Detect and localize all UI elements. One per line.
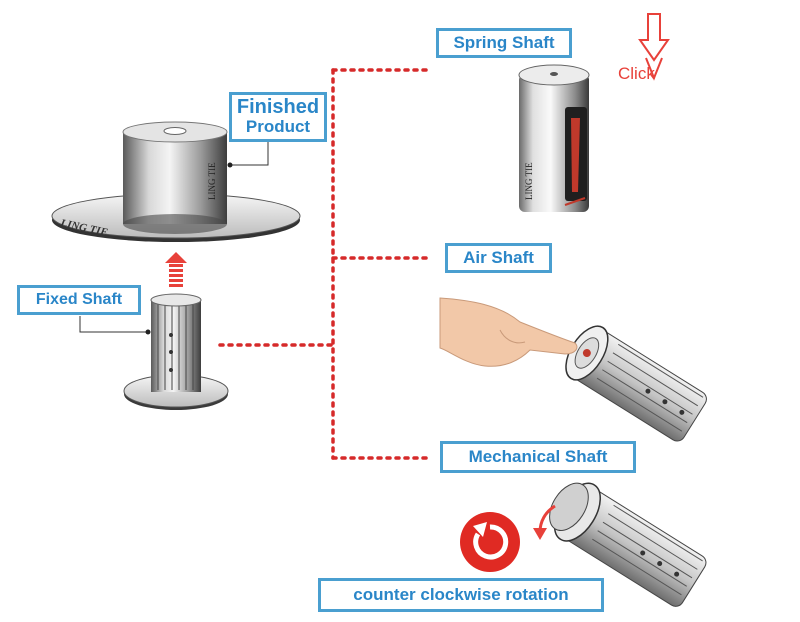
finished-product-illustration: LING TIE LING TIE [51,121,301,242]
spring-shaft-label: Spring Shaft [436,28,572,58]
finished-product-label: Finished Product [229,92,327,142]
red-up-arrow [165,252,187,287]
finished-leader-line [230,142,269,166]
connector-lines [218,68,432,460]
cylinder-brand-text: LING TIE [207,162,217,200]
counter-clockwise-rotation-label: counter clockwise rotation [318,578,604,612]
mechanical-shaft-label: Mechanical Shaft [440,441,636,473]
spring-brand-text: LING TIE [524,162,534,200]
finished-product-label-line2: Product [245,117,311,136]
air-shaft-label: Air Shaft [445,243,552,273]
fixed-shaft-illustration [123,293,229,410]
finished-product-label-line1: Finished [236,96,320,118]
click-link[interactable]: Click [618,64,655,83]
fixed-shaft-label: Fixed Shaft [17,285,141,315]
click-down-arrow-icon[interactable] [638,13,670,81]
spring-shaft-illustration: LING TIE [518,64,590,212]
fixed-leader-line [79,316,148,333]
counter-clockwise-rotation-icon [460,512,520,572]
air-shaft-illustration [439,297,707,442]
mechanical-shaft-illustration [533,482,707,607]
